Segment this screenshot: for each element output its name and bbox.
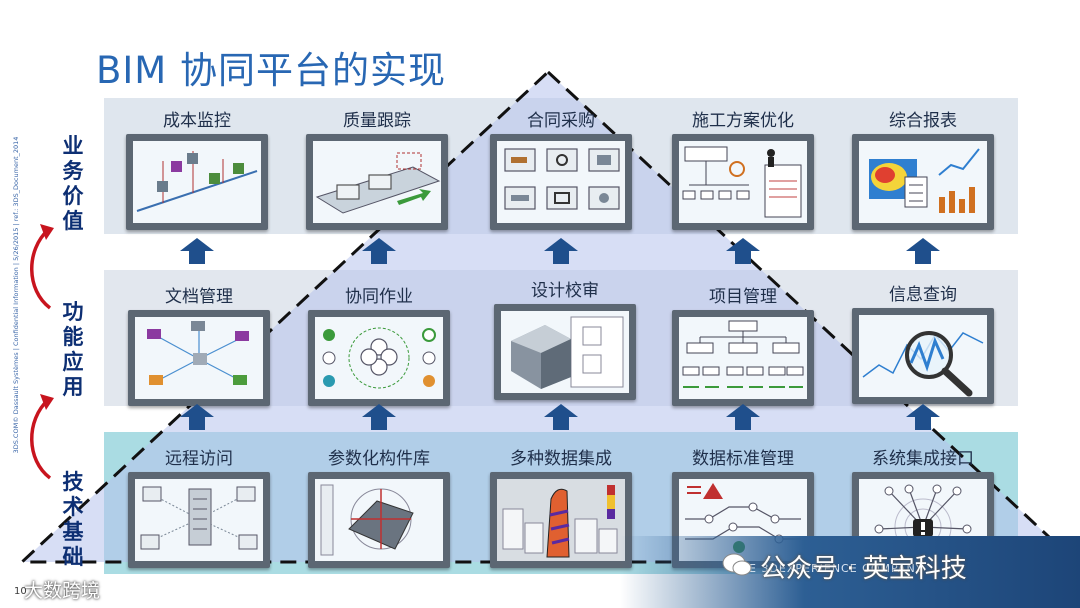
side-arcs — [30, 224, 54, 480]
parts-folders-icon — [490, 134, 632, 230]
vertical-disclaimer: 3DS.COM© Dassault Systèmes | Confidentia… — [10, 120, 22, 470]
cell-label: 信息查询 — [889, 285, 957, 305]
parametric-part-icon — [308, 472, 450, 568]
document-network-icon — [128, 310, 270, 406]
conveyor-boxes-icon — [306, 134, 448, 230]
arrow-up-icon — [180, 238, 214, 264]
vertical-disclaimer-text: 3DS.COM© Dassault Systèmes | Confidentia… — [12, 136, 20, 454]
arrow-up-icon — [544, 238, 578, 264]
timeline-tags-icon — [126, 134, 268, 230]
side-label-function: 功能应用 — [62, 300, 84, 399]
cell-label: 系统集成接口 — [872, 449, 974, 469]
cell-label: 文档管理 — [165, 287, 233, 307]
org-chart-document-icon — [672, 134, 814, 230]
magnifier-chart-icon — [852, 308, 994, 404]
footer-text: THE 3DEXPERIENCE COMPANY — [732, 562, 924, 575]
cell-label: 成本监控 — [163, 111, 231, 131]
collaboration-flower-icon — [308, 310, 450, 406]
footer-bar: THE 3DEXPERIENCE COMPANY — [620, 536, 1080, 608]
arrow-up-icon — [362, 238, 396, 264]
cell-label: 质量跟踪 — [343, 111, 411, 131]
arrow-up-icon — [906, 238, 940, 264]
design-review-icon — [494, 304, 636, 400]
cell-label: 参数化构件库 — [328, 449, 430, 469]
cell-label: 合同采购 — [527, 111, 595, 131]
slide-title: BIM 协同平台的实现 — [96, 49, 446, 92]
watermark-left: 大数跨境 — [24, 580, 101, 602]
cell-label: 施工方案优化 — [692, 111, 794, 131]
watermark-right: 公众号 · 英宝科技 — [760, 554, 967, 584]
wechat-icon — [722, 553, 752, 576]
side-label-technology: 技术基础 — [62, 470, 84, 569]
cell-label: 综合报表 — [889, 111, 957, 131]
side-label-business-value: 业务价值 — [62, 134, 84, 233]
cell-label: 多种数据集成 — [510, 449, 612, 469]
arrow-up-icon — [726, 238, 760, 264]
project-tree-icon — [672, 310, 814, 406]
server-network-icon — [128, 472, 270, 568]
arrow-up-icon — [362, 404, 396, 430]
arrow-up-icon — [544, 404, 578, 430]
cell-label: 数据标准管理 — [692, 449, 794, 469]
lower-arc-head — [40, 394, 54, 410]
upper-arc — [30, 228, 52, 310]
cell-label: 协同作业 — [345, 287, 413, 307]
cell-label: 远程访问 — [165, 449, 233, 469]
arrow-up-icon — [906, 404, 940, 430]
city-model-icon — [490, 472, 632, 568]
arrow-up-icon — [726, 404, 760, 430]
cell-label: 设计校审 — [531, 281, 599, 301]
cell-label: 项目管理 — [709, 287, 777, 307]
arrow-up-icon — [180, 404, 214, 430]
dashboard-charts-icon — [852, 134, 994, 230]
lower-arc — [30, 398, 52, 480]
upper-arc-head — [40, 224, 54, 240]
page-number: 10 — [14, 586, 27, 597]
